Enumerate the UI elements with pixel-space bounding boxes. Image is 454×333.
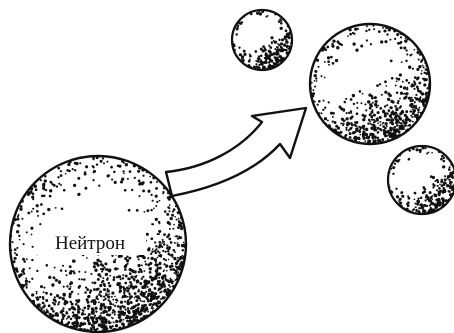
small-sphere-top bbox=[231, 10, 293, 70]
neutron-label: Нейтрон bbox=[55, 233, 125, 254]
large-sphere-right bbox=[310, 23, 432, 145]
neutron-sphere: Нейтрон bbox=[9, 155, 187, 332]
small-sphere-right bbox=[387, 146, 454, 215]
curved-arrow bbox=[166, 108, 306, 196]
